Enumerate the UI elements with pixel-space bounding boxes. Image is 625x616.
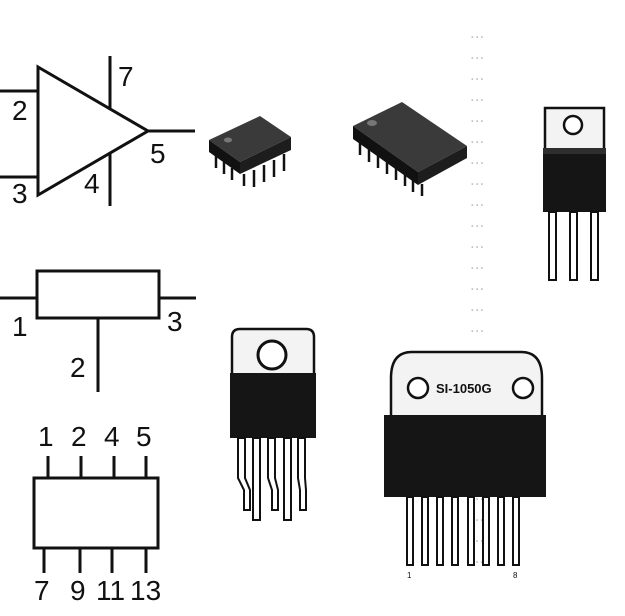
background-text-line: ... xyxy=(470,149,485,168)
sip-marking: SI-1050G xyxy=(436,381,492,396)
amp-pin-3: 3 xyxy=(12,178,28,209)
multi-top-pin-3: 4 xyxy=(104,421,120,452)
background-text-line: ... xyxy=(470,170,485,189)
amp-pin-7: 7 xyxy=(118,61,134,92)
reg-pin-3: 3 xyxy=(167,306,183,337)
multi-bottom-pin-3: 11 xyxy=(96,575,125,606)
to220-3pin-package xyxy=(543,106,606,281)
sip-pin-first: 1 xyxy=(407,571,412,580)
sip-pin-last: 8 xyxy=(513,571,518,580)
amplifier-triangle xyxy=(36,64,151,198)
sip-module-package: SI-1050G 1 8 xyxy=(384,350,546,580)
multi-bottom-pin-4: 13 xyxy=(130,575,161,606)
background-text-line: ... xyxy=(470,254,485,273)
multi-bottom-pin-1: 7 xyxy=(34,575,50,606)
background-text-line: ... xyxy=(470,44,485,63)
regulator-box xyxy=(35,269,161,320)
multi-top-pin-4: 5 xyxy=(136,421,152,452)
background-text-line: ... xyxy=(470,233,485,252)
background-text-line: ... xyxy=(470,212,485,231)
reg-pin-1: 1 xyxy=(12,311,28,342)
background-text-line: ... xyxy=(470,107,485,126)
multi-top-pin-2: 2 xyxy=(71,421,87,452)
reg-pin-2: 2 xyxy=(70,352,86,383)
background-text-line: ... xyxy=(470,296,485,315)
amp-pin-5: 5 xyxy=(150,138,166,169)
background-text-line: ... xyxy=(470,23,485,42)
multi-pin-box xyxy=(32,476,160,550)
amplifier-symbol xyxy=(0,56,195,206)
background-text-line: ... xyxy=(470,128,485,147)
multi-bottom-pin-2: 9 xyxy=(70,575,86,606)
amp-pin-2: 2 xyxy=(12,95,28,126)
amp-pin-4: 4 xyxy=(84,168,100,199)
multi-pin-symbol xyxy=(32,456,160,573)
background-text-line: ... xyxy=(470,191,485,210)
dip8-package xyxy=(209,116,291,187)
background-text-line: ... xyxy=(470,65,485,84)
background-text-line: ... xyxy=(470,275,485,294)
regulator-symbol xyxy=(0,269,196,392)
background-text-line: ... xyxy=(470,86,485,105)
multi-top-pin-1: 1 xyxy=(38,421,54,452)
to220-5pin-package xyxy=(230,327,316,521)
background-text-line: ... xyxy=(470,317,485,336)
dip16-package xyxy=(353,102,467,196)
